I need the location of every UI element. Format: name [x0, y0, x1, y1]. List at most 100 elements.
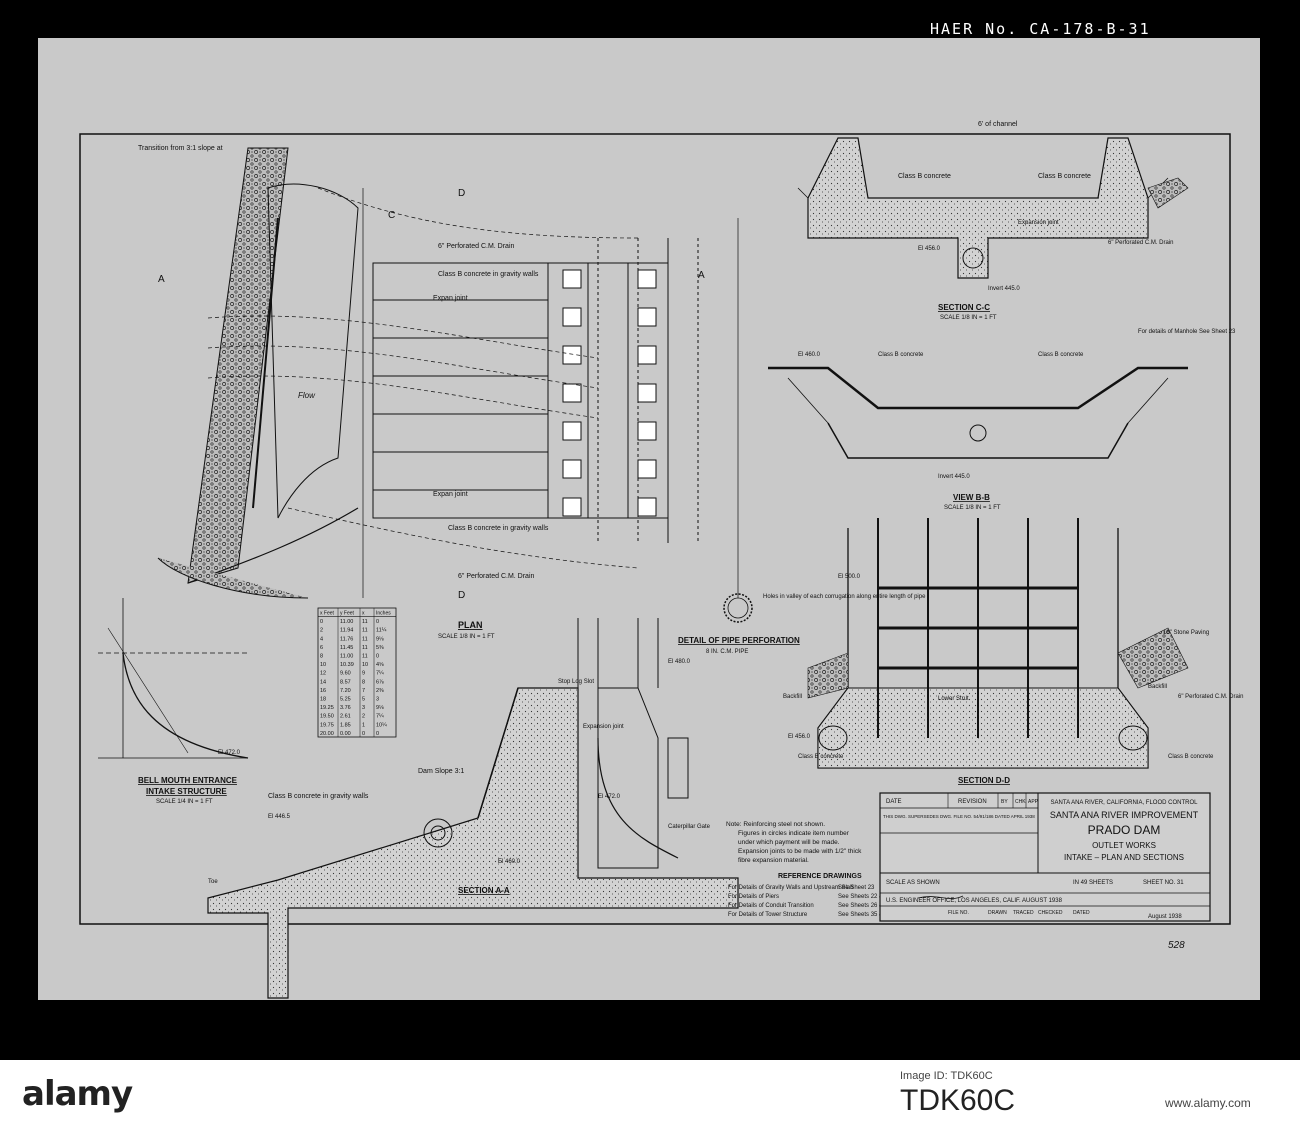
section-c-c: 6' of channel Class B concrete Class B c… — [797, 121, 1189, 321]
reference-item-sheet: See Sheets 35 & 36 — [838, 912, 892, 918]
bell-mouth-caption: BELL MOUTH ENTRANCE — [138, 776, 238, 785]
bell-table-cell: 0.00 — [340, 731, 351, 737]
plan-view: Transition from 3:1 slope at 6" Perforat… — [138, 145, 739, 640]
expan-joint-label-2: Expan joint — [433, 491, 468, 498]
tb-file-no: FILE NO. — [948, 910, 969, 916]
tb-drawn: DRAWN — [988, 910, 1007, 916]
tb-dated: DATED — [1073, 910, 1090, 916]
watermark-banner: alamy Image ID: TDK60C TDK60C www.alamy.… — [0, 1060, 1300, 1127]
bell-table-cell: 3.76 — [340, 705, 351, 711]
reference-item-sheet: See Sheets 26 & 25 — [838, 903, 892, 909]
cc-channel: 6' of channel — [978, 121, 1018, 128]
cc-perforated: 6" Perforated C.M. Drain — [1108, 240, 1174, 246]
bell-table-cell: 2 — [320, 628, 323, 634]
tb-traced: TRACED — [1013, 910, 1034, 916]
bell-table-cell: 3 — [362, 705, 365, 711]
view-b-b: El 460.0 Class B concrete Class B concre… — [768, 329, 1236, 511]
dd-el-5000: El 500.0 — [838, 574, 861, 580]
reference-item-label: For Details of Tower Structure — [728, 912, 808, 918]
bell-table-cell: 8 — [362, 679, 365, 685]
tb-checked: CHECKED — [1038, 910, 1063, 916]
perforated-drain-label: 6" Perforated C.M. Drain — [438, 243, 515, 250]
section-d-d: Backfill Backfill 18" Stone Paving Lower… — [783, 518, 1244, 785]
bell-mouth-detail: El 472.0 BELL MOUTH ENTRANCE INTAKE STRU… — [98, 598, 249, 805]
site-url: www.alamy.com — [1165, 1096, 1251, 1110]
expan-joint-label: Expan joint — [433, 295, 468, 302]
dd-class-b-2: Class B concrete — [1168, 754, 1214, 760]
bell-table-cell: 6 — [320, 645, 323, 651]
reference-item-label: For Details of Conduit Transition — [728, 903, 814, 909]
section-marker-a: A — [158, 274, 165, 285]
aa-el-4600: El 460.0 — [498, 859, 521, 865]
section-marker-d: D — [458, 188, 465, 199]
section-dd-caption: SECTION D-D — [958, 776, 1010, 785]
bell-table-cell: 11 — [362, 645, 368, 651]
bell-table-header: x Feet — [320, 611, 335, 617]
dd-perforated: 6" Perforated C.M. Drain — [1178, 694, 1244, 700]
signature-mark — [917, 895, 964, 899]
bell-table-cell: 0 — [362, 731, 365, 737]
aa-caterpillar: Caterpillar Gate — [668, 824, 711, 830]
bell-table-cell: 18 — [320, 697, 326, 703]
bb-class-b: Class B concrete — [878, 352, 924, 358]
bell-table-cell: 9.60 — [340, 671, 351, 677]
drawing-border — [79, 133, 1231, 925]
engineering-drawing: Transition from 3:1 slope at 6" Perforat… — [79, 121, 1244, 999]
tb-line4: OUTLET WORKS — [1092, 841, 1156, 850]
bell-table-cell: 11 — [362, 636, 368, 642]
section-aa-caption: SECTION A-A — [458, 886, 510, 895]
cc-expansion: Expansion joint — [1018, 220, 1059, 226]
bb-manhole: For details of Manhole See Sheet 23 — [1138, 329, 1236, 335]
bell-table-cell: 11 — [362, 628, 368, 634]
tb-office: U.S. ENGINEER OFFICE, LOS ANGELES, CALIF… — [886, 898, 1063, 904]
bell-mouth-caption-2: INTAKE STRUCTURE — [146, 787, 227, 796]
bell-table-cell: 7.20 — [340, 688, 351, 694]
dd-backfill: Backfill — [783, 694, 802, 700]
bell-table-cell: 11.00 — [340, 619, 353, 625]
dd-lower-strut: Lower Strut — [938, 696, 969, 702]
transition-label: Transition from 3:1 slope at — [138, 145, 223, 152]
section-a-a: Class B concrete in gravity walls El 446… — [207, 618, 739, 999]
tb-line3: PRADO DAM — [1088, 823, 1161, 837]
bell-table-cell: 5 — [362, 697, 365, 703]
reference-item-sheet: See Sheets 22 & 25 — [838, 894, 892, 900]
bell-table-cell: 10¼ — [376, 722, 387, 728]
bell-table-cell: 11.94 — [340, 628, 353, 634]
bell-table-cell: 19.75 — [320, 722, 334, 728]
bell-table-header: x — [362, 611, 365, 617]
bell-table-header: y Feet — [340, 611, 355, 617]
dd-el-4560: El 456.0 — [788, 734, 811, 740]
section-cc-scale: SCALE 1/8 IN = 1 FT — [940, 315, 997, 321]
aa-toe: Toe — [208, 879, 218, 885]
bell-table-cell: 10 — [362, 662, 368, 668]
tb-line2: SANTA ANA RIVER IMPROVEMENT — [1050, 810, 1199, 820]
aa-el-4720: El 472.0 — [598, 794, 621, 800]
bell-table-cell: 7¼ — [376, 714, 384, 720]
bell-table-frame — [317, 607, 397, 738]
bell-table-cell: 9 — [362, 671, 365, 677]
bell-table-cell: 11.45 — [340, 645, 353, 651]
note-line-5: fibre expansion material. — [738, 857, 809, 864]
perforated-drain-label-2: 6" Perforated C.M. Drain — [458, 573, 535, 580]
bell-table-cell: 6⅞ — [376, 679, 384, 685]
tb-dated-value: August 1938 — [1148, 914, 1182, 920]
plan-caption: PLAN — [458, 620, 483, 630]
view-bb-caption: VIEW B-B — [953, 493, 990, 502]
bell-table-cell: 14 — [320, 679, 326, 685]
bb-invert: Invert 445.0 — [938, 474, 970, 480]
bell-table-cell: 11 — [362, 619, 368, 625]
bell-table-cell: 0 — [320, 619, 323, 625]
rev-revision: REVISION — [958, 799, 987, 805]
flow-label: Flow — [298, 391, 316, 400]
tb-sheet-no: SHEET NO. 31 — [1143, 880, 1184, 886]
alamy-logo: alamy — [22, 1074, 133, 1114]
bell-table-cell: 0 — [376, 731, 379, 737]
aa-dam-slope: Dam Slope 3:1 — [418, 768, 464, 775]
bell-table-cell: 8.57 — [340, 679, 351, 685]
rev-app: APP — [1028, 799, 1039, 805]
aa-class-b: Class B concrete in gravity walls — [268, 793, 369, 800]
bell-table-cell: 5⅜ — [376, 645, 384, 651]
rev-by: BY — [1001, 799, 1008, 805]
section-marker-a-2: A — [698, 270, 705, 281]
bb-el-4600: El 460.0 — [798, 352, 821, 358]
